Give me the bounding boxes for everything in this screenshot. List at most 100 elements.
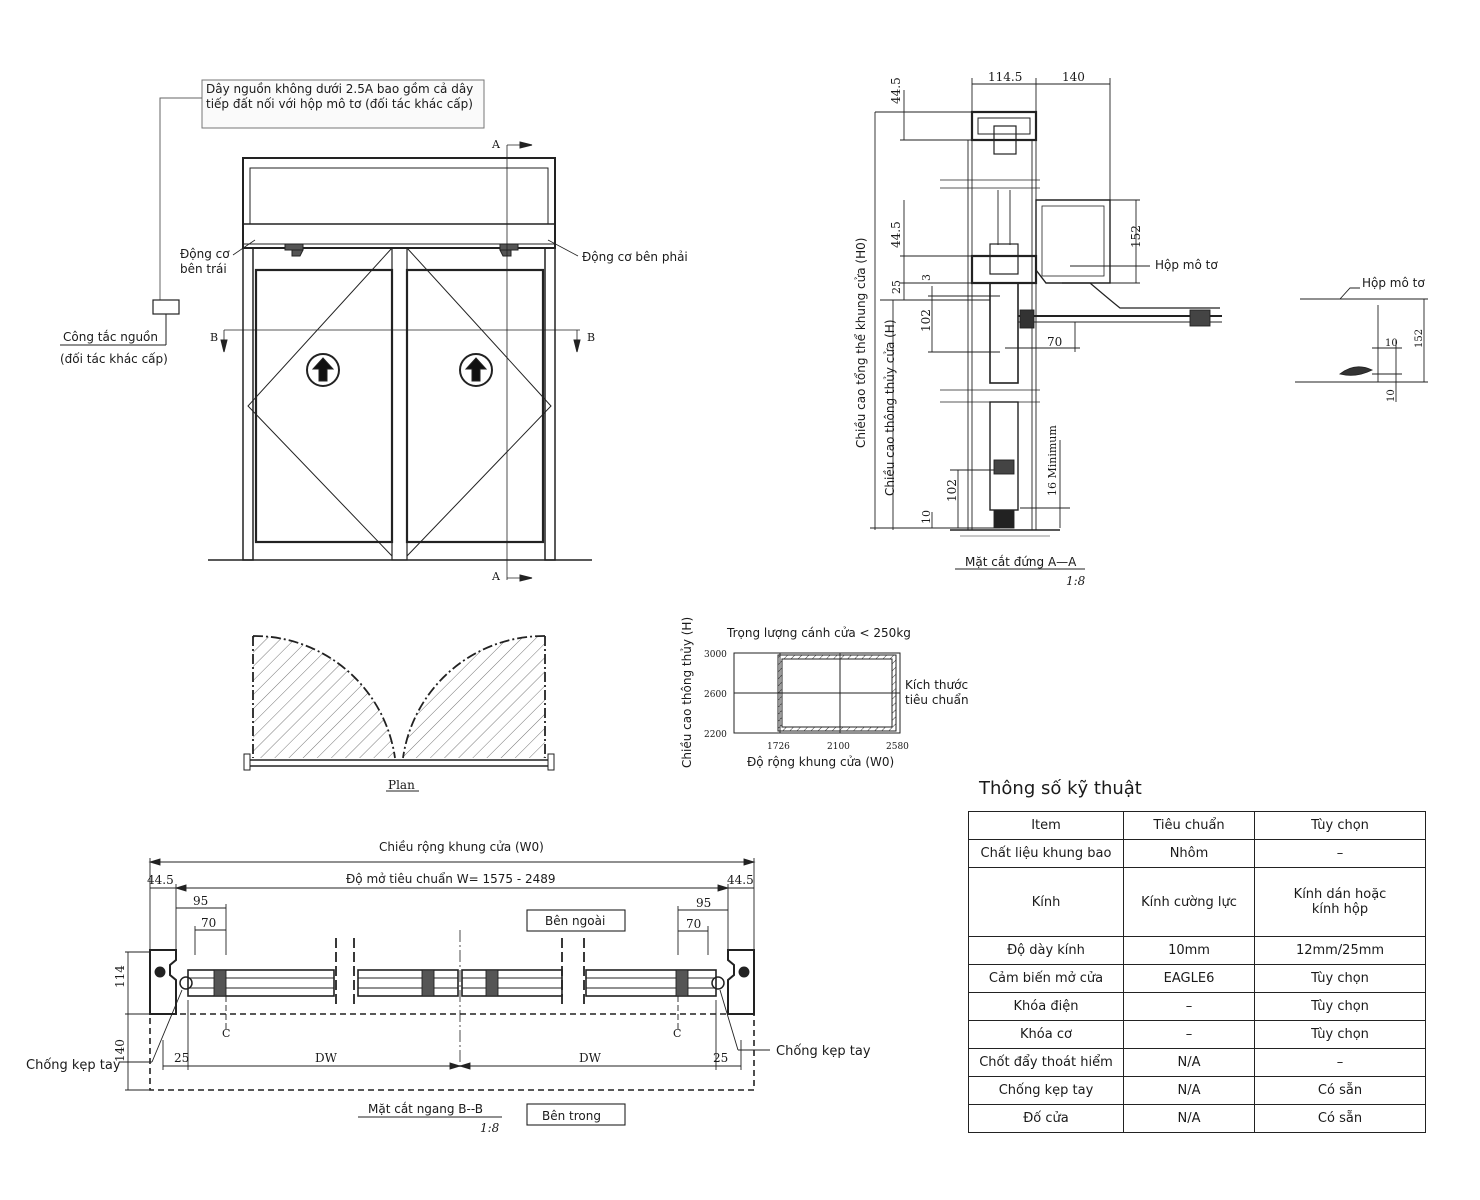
specs-title: Thông số kỹ thuật [979, 778, 1142, 799]
specs-cell: Kính cường lực [1123, 867, 1255, 937]
specs-cell: Có sẵn [1254, 1104, 1426, 1133]
specs-cell: N/A [1123, 1048, 1255, 1077]
chart-x-tick-2580: 2580 [886, 742, 909, 752]
specs-cell: Độ dày kính [968, 936, 1124, 965]
specs-cell: – [1254, 1048, 1426, 1077]
specs-cell: Tùy chọn [1254, 811, 1426, 840]
power-note-line2: tiếp đất nối với hộp mô tơ (đối tác khác… [206, 97, 473, 111]
dim-152: 152 [1129, 225, 1143, 248]
dim-140: 140 [1062, 70, 1085, 84]
power-note-box [201, 79, 485, 129]
chart-x-label: Độ rộng khung cửa (W0) [747, 755, 894, 769]
section-aa-scale: 1:8 [1066, 574, 1086, 588]
power-switch [152, 299, 180, 315]
dim-70-left: 70 [201, 916, 216, 930]
dim-70-right: 70 [686, 917, 701, 931]
specs-cell: Cảm biến mở cửa [968, 964, 1124, 993]
section-a-top: A [491, 138, 501, 151]
section-a-bottom: A [491, 570, 501, 583]
chart-x-tick-2100: 2100 [827, 742, 850, 752]
section-bb-scale: 1:8 [480, 1121, 500, 1135]
dim-140-bb: 140 [113, 1039, 127, 1062]
chart-y-tick-2600: 2600 [704, 690, 727, 700]
centerline-right: C [673, 1027, 681, 1040]
specs-cell: – [1123, 1020, 1255, 1049]
specs-cell: Chất liệu khung bao [968, 839, 1124, 868]
specs-cell: Tùy chọn [1254, 964, 1426, 993]
specs-cell: Nhôm [1123, 839, 1255, 868]
left-motor-label2: bên trái [180, 262, 227, 276]
weight-chart [733, 652, 901, 734]
dim-44-5-right: 44.5 [727, 873, 754, 887]
centerline-left: C [222, 1027, 230, 1040]
dim-25: 25 [890, 280, 903, 294]
section-b-right: B [587, 331, 595, 344]
label-h: Chiều cao thông thủy cửa (H) [883, 319, 897, 496]
specs-cell: Chống kẹp tay [968, 1076, 1124, 1105]
section-b-left: B [210, 331, 218, 344]
specs-cell: N/A [1123, 1076, 1255, 1105]
motor-box-detail [1295, 287, 1428, 402]
section-aa [870, 78, 1222, 570]
dw-right: DW [579, 1051, 602, 1065]
dim-25-left: 25 [174, 1051, 189, 1065]
specs-cell: Có sẵn [1254, 1076, 1426, 1105]
section-bb [120, 858, 770, 1126]
switch-label2: (đối tác khác cấp) [60, 352, 168, 366]
chart-x-tick-1726: 1726 [767, 742, 790, 752]
dim-70: 70 [1047, 335, 1062, 349]
dim-10: 10 [920, 510, 933, 524]
inside-label: Bên trong [542, 1109, 601, 1123]
front-elevation [60, 79, 592, 582]
detail-motor-box-label: Hộp mô tơ [1362, 276, 1425, 290]
detail-dim-152: 152 [1414, 329, 1425, 348]
anti-pinch-right: Chống kẹp tay [776, 1044, 871, 1059]
standard-open-label: Độ mở tiêu chuẩn W= 1575 - 2489 [346, 872, 556, 886]
dim-16-minimum: 16 Minimum [1046, 425, 1059, 496]
specs-cell: Khóa điện [968, 992, 1124, 1021]
right-motor-label: Động cơ bên phải [582, 250, 688, 264]
specs-cell: Đố cửa [968, 1104, 1124, 1133]
specs-row: Khóa cơ–Tùy chọn [968, 1020, 1426, 1049]
power-note-line1: Dây nguồn không dưới 2.5A bao gồm cả dây [206, 82, 473, 96]
motor-box-label: Hộp mô tơ [1155, 258, 1218, 272]
specs-cell: Tiêu chuẩn [1123, 811, 1255, 840]
specs-cell: EAGLE6 [1123, 964, 1255, 993]
chart-standard-label2: tiêu chuẩn [905, 693, 969, 707]
specs-cell: 12mm/25mm [1254, 936, 1426, 965]
inside-label-box [526, 1103, 626, 1126]
specs-cell: N/A [1123, 1104, 1255, 1133]
specs-cell: 10mm [1123, 936, 1255, 965]
dim-44-5-left: 44.5 [147, 873, 174, 887]
chart-y-tick-2200: 2200 [704, 730, 727, 740]
chart-standard-label1: Kích thước [905, 678, 968, 692]
detail-dim-10-b: 10 [1386, 389, 1397, 402]
specs-cell: Tùy chọn [1254, 992, 1426, 1021]
plan-view [243, 635, 555, 792]
anti-pinch-left: Chống kẹp tay [26, 1058, 121, 1073]
dim-102-bottom: 102 [945, 479, 959, 502]
outside-label-box [526, 909, 626, 932]
dim-44-5-mid: 44.5 [889, 221, 903, 248]
dim-114-5: 114.5 [988, 70, 1022, 84]
dim-95-left: 95 [193, 894, 208, 908]
switch-label1: Công tắc nguồn [63, 330, 158, 344]
specs-cell: Khóa cơ [968, 1020, 1124, 1049]
specs-row: Khóa điện–Tùy chọn [968, 992, 1426, 1021]
outside-label: Bên ngoài [545, 914, 605, 928]
dim-3: 3 [920, 274, 933, 281]
specs-cell: Kính dán hoặc kính hộp [1254, 867, 1426, 937]
specs-cell: Item [968, 811, 1124, 840]
dim-114: 114 [113, 965, 127, 988]
overall-width-label: Chiều rộng khung cửa (W0) [379, 840, 544, 854]
specs-cell: – [1123, 992, 1255, 1021]
section-aa-title: Mặt cắt đứng A—A [965, 555, 1077, 569]
